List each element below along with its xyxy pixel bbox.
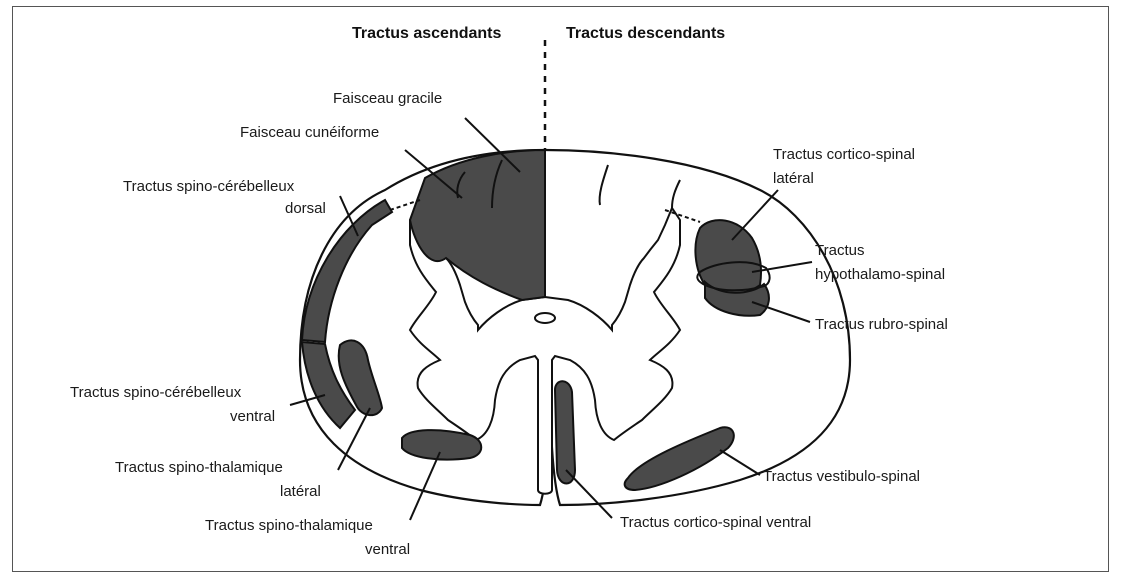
label-spino-cerebelleux-ventral-2: ventral	[230, 408, 275, 425]
label-spino-thalamique-lateral-1: Tractus spino-thalamique	[115, 459, 283, 476]
tract-cortico-spinal-ventral	[555, 381, 575, 483]
label-spino-cerebelleux-dorsal-1: Tractus spino-cérébelleux	[123, 178, 295, 195]
label-faisceau-gracile: Faisceau gracile	[333, 90, 442, 107]
label-faisceau-cuneiforme: Faisceau cunéiforme	[240, 124, 379, 141]
label-vestibulo-spinal: Tractus vestibulo-spinal	[763, 468, 920, 485]
header-descending: Tractus descendants	[566, 25, 725, 42]
label-hypothalamo-spinal-1: Tractus	[815, 242, 864, 259]
label-spino-cerebelleux-ventral-1: Tractus spino-cérébelleux	[70, 384, 242, 401]
label-spino-cerebelleux-dorsal-2: dorsal	[285, 200, 326, 217]
label-spino-thalamique-ventral-2: ventral	[365, 541, 410, 558]
central-canal	[535, 313, 555, 323]
label-cortico-spinal-lateral-1: Tractus cortico-spinal	[773, 146, 915, 163]
label-cortico-spinal-ventral: Tractus cortico-spinal ventral	[620, 514, 811, 531]
header-ascending: Tractus ascendants	[352, 25, 502, 42]
label-spino-thalamique-ventral-1: Tractus spino-thalamique	[205, 517, 373, 534]
label-spino-thalamique-lateral-2: latéral	[280, 483, 321, 500]
label-hypothalamo-spinal-2: hypothalamo-spinal	[815, 266, 945, 283]
tract-spino-thalamique-ventral	[402, 430, 481, 459]
label-cortico-spinal-lateral-2: latéral	[773, 170, 814, 187]
label-rubro-spinal: Tractus rubro-spinal	[815, 316, 948, 333]
